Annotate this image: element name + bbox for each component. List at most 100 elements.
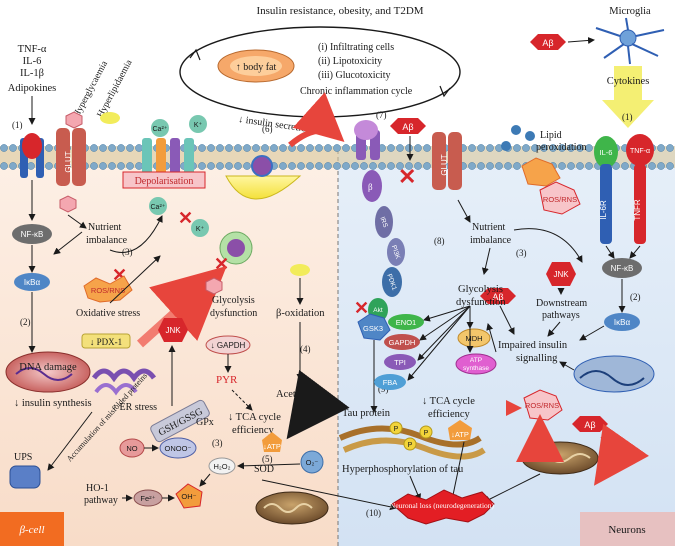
abeta-membrane-label: Aβ <box>402 122 413 132</box>
membrane-bead <box>9 144 17 152</box>
membrane-bead <box>576 144 584 152</box>
membrane-bead <box>99 162 107 170</box>
membrane-bead <box>387 162 395 170</box>
endoplasmic-reticulum <box>91 368 157 396</box>
membrane-bead <box>288 162 296 170</box>
membrane-bead <box>117 144 125 152</box>
membrane-bead <box>666 144 674 152</box>
cytokines-label: Cytokines <box>607 76 650 87</box>
downstream-2: pathways <box>542 310 580 321</box>
ros-left-label: ROS/RNS <box>91 286 125 295</box>
potassium-ion-bottom <box>191 219 209 237</box>
block-x-receptor: ✕ <box>398 164 416 189</box>
gsh-gssg-box <box>150 399 210 443</box>
membrane-bead <box>108 162 116 170</box>
gsk3-node <box>357 313 391 341</box>
membrane-bead <box>324 162 332 170</box>
mdh-node <box>457 328 491 348</box>
gapdh-right-node <box>384 334 420 350</box>
ros-burst-right <box>539 181 581 215</box>
atp-synthase-2: synthase <box>463 365 489 372</box>
tpi-node <box>384 354 416 370</box>
tnfa-label: TNF-α <box>630 148 650 155</box>
ho1-label-2: pathway <box>84 495 118 506</box>
lipid-peroxidation-1: Lipid <box>540 130 562 141</box>
block-x-channel: ✕ <box>178 208 193 228</box>
membrane-bead <box>369 162 377 170</box>
cytokine-il6: IL-6 <box>23 56 42 67</box>
membrane-bead <box>243 162 251 170</box>
membrane-bead <box>135 162 143 170</box>
k-bottom-label: K⁺ <box>196 226 205 233</box>
pdx1-label: ↓ PDX-1 <box>90 337 122 347</box>
block-x-akt: ✕ <box>354 298 369 318</box>
tca-right-2: efficiency <box>428 409 471 420</box>
cycle-label: Chronic inflammation cycle <box>300 86 413 97</box>
step-8: (8) <box>434 236 445 246</box>
secretion-red-arrow <box>288 92 345 148</box>
tca-right-1: ↓ TCA cycle <box>422 396 475 407</box>
lipid-droplet <box>100 112 120 124</box>
jnk-left-label: JNK <box>165 326 181 335</box>
membrane-bead <box>261 144 269 152</box>
depolarisation-box <box>122 171 206 189</box>
membrane-bead <box>297 162 305 170</box>
abeta-top <box>530 34 566 50</box>
glycolysis-right-2: dysfunction <box>456 297 506 308</box>
phospho-2 <box>403 437 417 451</box>
membrane-bead <box>27 162 35 170</box>
nutrient-imbalance-left-1: Nutrient <box>88 222 122 233</box>
membrane-bead <box>90 162 98 170</box>
beta-cell-label-box <box>0 512 64 546</box>
atp-flame-right <box>448 420 472 440</box>
fba-label: FBA <box>383 378 398 387</box>
beta-oxidation-label: β-oxidation <box>276 308 325 319</box>
nfkb-right <box>602 258 642 278</box>
microglia-cell <box>595 17 665 65</box>
membrane-bead <box>333 144 341 152</box>
membrane-bead <box>360 162 368 170</box>
step-6: (6) <box>262 124 273 134</box>
membrane-bead <box>0 162 8 170</box>
cause-lipotoxicity: (ii) Lipotoxicity <box>318 56 382 67</box>
step-2-left: (2) <box>20 317 31 327</box>
glycolysis-right-1: Glycolysis <box>458 284 503 295</box>
membrane-bead <box>495 162 503 170</box>
membrane-bead <box>513 162 521 170</box>
membrane-bead <box>270 144 278 152</box>
membrane-bead <box>117 162 125 170</box>
adipokines-label: Adipokines <box>8 83 56 94</box>
glut-transporter-left <box>56 128 86 186</box>
hyperphosphorylation-label: Hyperphosphorylation of tau <box>342 464 464 475</box>
membrane-bead <box>396 162 404 170</box>
abeta-top-label: Aβ <box>542 38 553 48</box>
calcium-ion-top <box>151 119 169 137</box>
h2o2-molecule <box>208 457 236 475</box>
beta-cell-label: β-cell <box>18 524 44 536</box>
membrane-bead <box>567 144 575 152</box>
ir-beta: β <box>368 182 373 192</box>
il6-label: IL-6 <box>600 148 613 157</box>
step-4: (4) <box>300 344 311 354</box>
tnfr-label: TNFR <box>633 199 642 221</box>
ros-burst-left <box>83 275 133 303</box>
secretory-vesicle-fusing <box>225 175 302 200</box>
nfkb-right-label: NF-κB <box>611 264 634 273</box>
ikba-left <box>14 273 50 291</box>
lipid-droplet-right <box>290 264 310 276</box>
pdk1-node <box>382 267 402 297</box>
tca-left-1: ↓ TCA cycle <box>228 412 281 423</box>
membrane-bead <box>504 162 512 170</box>
membrane-bead <box>252 144 260 152</box>
fba-node <box>374 374 406 390</box>
gapdh-right-label: GAPDH <box>389 338 416 347</box>
ups-label: UPS <box>14 452 32 463</box>
nutrient-imbalance-left-2: imbalance <box>86 235 128 246</box>
membrane-bead <box>45 162 53 170</box>
membrane-bead <box>558 144 566 152</box>
tnf-receptor <box>626 134 654 244</box>
pyr-label: PYR <box>216 374 238 386</box>
abeta-lower-label: Aβ <box>584 420 595 430</box>
